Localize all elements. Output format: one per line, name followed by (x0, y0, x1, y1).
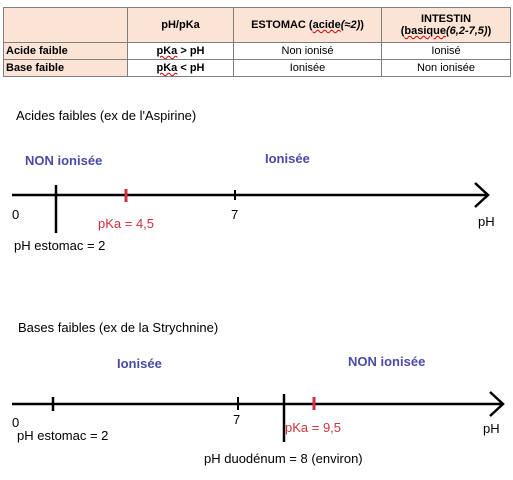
bases-title: Bases faibles (ex de la Strychnine) (18, 320, 219, 335)
table-header-row: pH/pKa ESTOMAC (acide(≈2)) INTESTIN(basi… (3, 7, 511, 43)
header-empty-cell (3, 7, 128, 43)
bases-duodenum-label: pH duodénum = 8 (environ) (204, 451, 363, 466)
row-relation-pka: pKa (156, 62, 178, 74)
row-intestine: Non ionisée (381, 59, 511, 77)
acids-label-ph: pH (478, 214, 495, 229)
row-stomach: Ionisée (233, 59, 382, 77)
acids-label-7: 7 (231, 207, 239, 222)
acids-zone-left: NON ionisée (25, 153, 103, 168)
row-relation: pKa < pH (127, 59, 234, 77)
header-stomach-word: acide (312, 19, 341, 31)
header-intestine-close: ) (487, 25, 492, 37)
header-intestine-sub: (basique(6,2-7,5)) (382, 25, 510, 37)
bases-zone-right: NON ionisée (348, 354, 426, 369)
header-intestine-range: (6,2-7,5) (446, 25, 488, 37)
bases-label-0: 0 (12, 415, 20, 430)
table-row: Base faible pKa < pH Ionisée Non ionisée (3, 59, 511, 77)
header-stomach-text: ESTOMAC ( (251, 19, 313, 31)
acids-title: Acides faibles (ex de l'Aspirine) (16, 108, 197, 123)
header-intestine-open: ( (400, 25, 405, 37)
header-stomach-approx: (≈2) (340, 19, 361, 31)
header-intestine: INTESTIN(basique(6,2-7,5)) (381, 7, 511, 43)
ph-pka-table: pH/pKa ESTOMAC (acide(≈2)) INTESTIN(basi… (3, 7, 511, 77)
acids-label-0: 0 (12, 207, 20, 222)
bases-stomach-label: pH estomac = 2 (17, 428, 109, 443)
row-relation-rest: < pH (177, 62, 205, 74)
bases-pka-label: pKa = 9,5 (285, 420, 342, 435)
bases-label-ph: pH (483, 421, 500, 436)
bases-label-7: 7 (233, 412, 241, 427)
base-axis-arrowhead (489, 391, 505, 417)
acids-zone-right: Ionisée (265, 151, 310, 166)
acid-axis-arrowhead (474, 182, 490, 208)
row-relation-pka: pKa (156, 45, 178, 57)
acids-stomach-label: pH estomac = 2 (14, 238, 106, 253)
row-label: Base faible (3, 59, 128, 77)
header-intestine-word: basique (404, 25, 446, 37)
bases-zone-left: Ionisée (117, 356, 162, 371)
row-relation-rest: > pH (177, 45, 205, 57)
header-stomach-close: ) (360, 19, 364, 31)
acids-pka-label: pKa = 4,5 (98, 216, 155, 231)
header-intestine-title: INTESTIN (420, 13, 472, 25)
row-label: Acide faible (3, 42, 128, 60)
header-stomach: ESTOMAC (acide(≈2)) (233, 7, 382, 43)
